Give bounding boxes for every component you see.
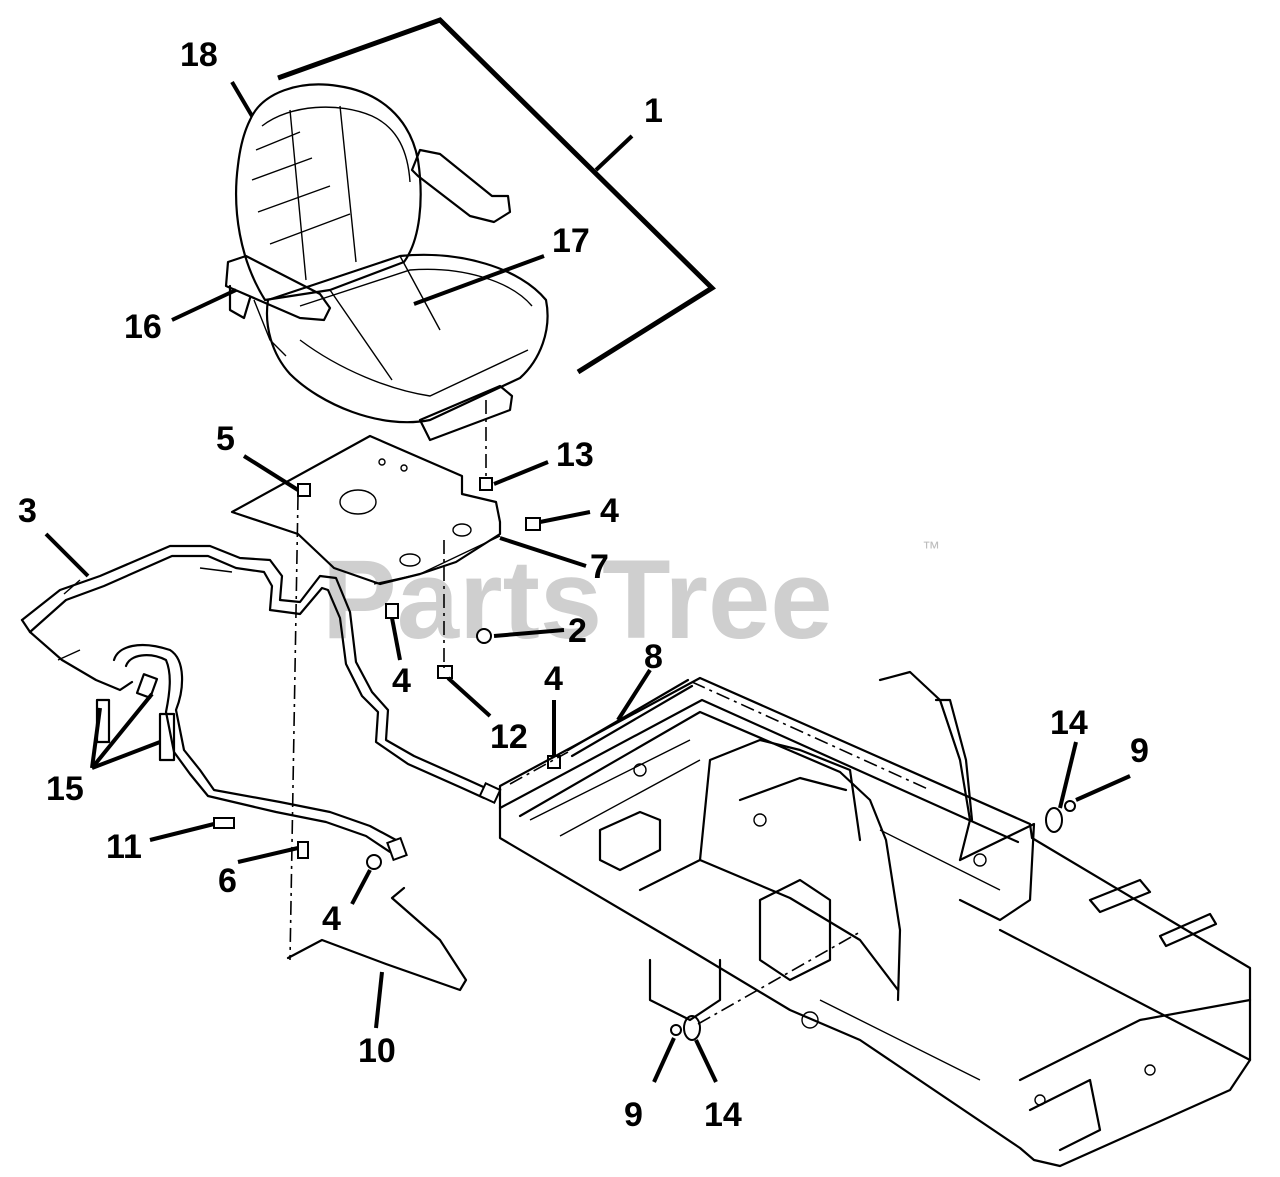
callout-7: 7 bbox=[590, 548, 609, 586]
callout-4-rod: 4 bbox=[544, 660, 563, 698]
callout-4-mid: 4 bbox=[392, 662, 411, 700]
washer-14a bbox=[1045, 807, 1063, 833]
nut-2 bbox=[476, 628, 492, 644]
callout-2: 2 bbox=[568, 612, 587, 650]
seat-drawing bbox=[224, 83, 549, 442]
seat-support-frame bbox=[20, 544, 502, 862]
leader-lines bbox=[44, 80, 1131, 1083]
watermark-trademark: ™ bbox=[922, 538, 940, 558]
watermark: PartsTree ™ bbox=[322, 537, 940, 662]
bolt-5 bbox=[297, 483, 311, 497]
bolt-11 bbox=[213, 817, 235, 829]
callout-labels: 18 1 17 16 5 13 4 3 7 2 8 4 4 12 14 9 15… bbox=[18, 36, 1149, 1134]
callout-15: 15 bbox=[46, 770, 84, 808]
pin-9a bbox=[1064, 800, 1076, 812]
callout-18: 18 bbox=[180, 36, 218, 74]
seat-assembly-bracket bbox=[277, 17, 717, 375]
callout-9-bottom: 9 bbox=[624, 1096, 643, 1134]
seat-pan bbox=[230, 434, 502, 586]
callout-4-bottom: 4 bbox=[322, 900, 341, 938]
callout-10: 10 bbox=[358, 1032, 396, 1070]
pin-6 bbox=[297, 841, 309, 859]
callout-14-bottom: 14 bbox=[704, 1096, 742, 1134]
pin-9b bbox=[670, 1024, 682, 1036]
callout-12: 12 bbox=[490, 718, 528, 756]
hardware bbox=[213, 477, 1076, 1041]
nut-13 bbox=[479, 477, 493, 491]
callout-14-right: 14 bbox=[1050, 704, 1088, 742]
bolt-4b bbox=[385, 603, 399, 619]
callout-13: 13 bbox=[556, 436, 594, 474]
bolt-4d bbox=[366, 854, 382, 870]
callout-17: 17 bbox=[552, 222, 590, 260]
callout-1: 1 bbox=[644, 92, 663, 130]
callout-8: 8 bbox=[644, 638, 663, 676]
alignment-lines bbox=[289, 400, 931, 1025]
callout-4-top: 4 bbox=[600, 492, 619, 530]
callout-6: 6 bbox=[218, 862, 237, 900]
bolt-4a bbox=[525, 517, 541, 531]
watermark-brand: PartsTree bbox=[322, 537, 833, 662]
chassis-frame bbox=[498, 670, 1252, 1168]
callout-5: 5 bbox=[216, 420, 235, 458]
callout-16: 16 bbox=[124, 308, 162, 346]
callout-9-right: 9 bbox=[1130, 732, 1149, 770]
washer-14b bbox=[683, 1015, 701, 1041]
clip-12 bbox=[437, 665, 453, 679]
callout-11: 11 bbox=[106, 828, 142, 866]
callout-3: 3 bbox=[18, 492, 37, 530]
seat-wire bbox=[286, 886, 468, 992]
